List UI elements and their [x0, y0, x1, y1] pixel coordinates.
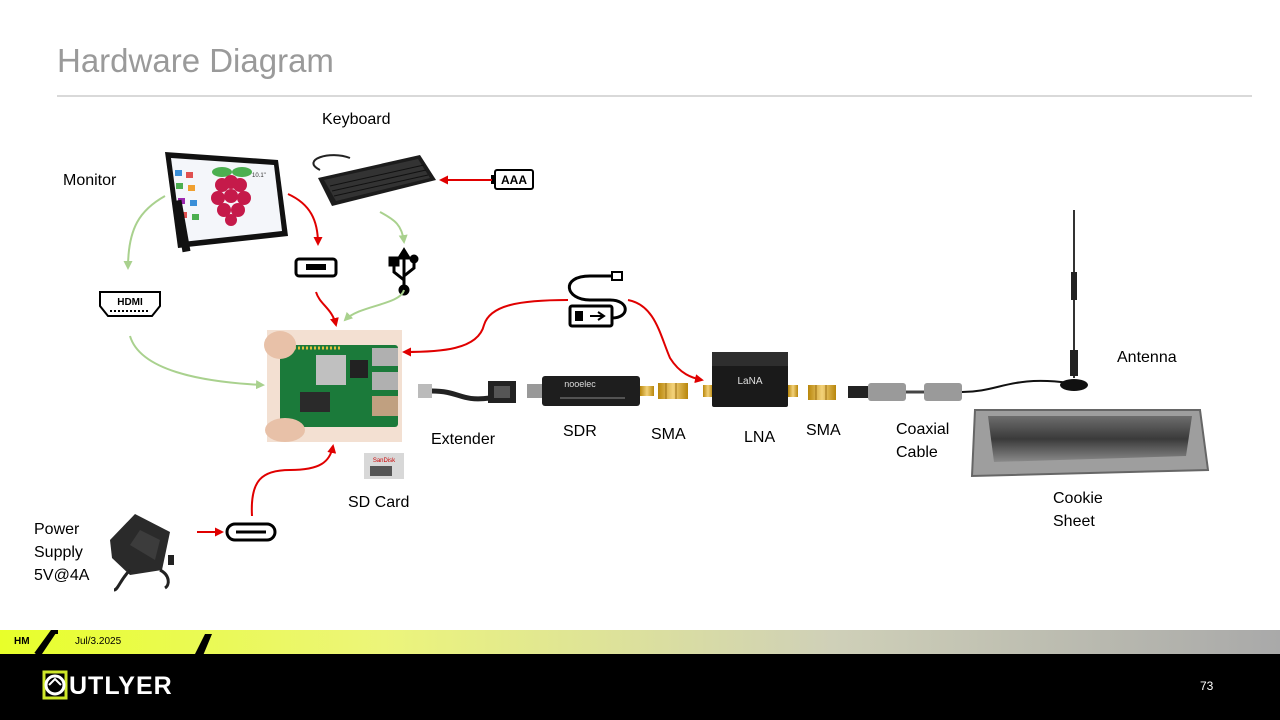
- label-keyboard: Keyboard: [322, 111, 391, 128]
- footer-author: HM: [14, 636, 30, 647]
- power-connection-arrows: [197, 175, 704, 537]
- battery-text: AAA: [501, 173, 527, 187]
- monitor-to-hdmi-arrow: [123, 195, 166, 270]
- label-coaxial-line2: Cable: [896, 444, 938, 461]
- outlyer-logo-text: UTLYER: [69, 672, 173, 700]
- raspberry-pi-board: [264, 330, 402, 442]
- label-sd-card: SD Card: [348, 494, 410, 511]
- label-lna: LNA: [744, 429, 776, 446]
- sma-adapter-right: [808, 385, 836, 400]
- usb-c-icon: [225, 522, 277, 542]
- slide-title: Hardware Diagram: [57, 42, 334, 79]
- monitor-size-text: 10.1": [252, 173, 266, 179]
- sdr-brand-text: nooelec: [564, 379, 596, 389]
- usbcable-to-pi-arrow: [402, 299, 569, 357]
- label-power-line1: Power: [34, 521, 80, 538]
- monitor-image: 10.1": [165, 152, 288, 253]
- hdmi-to-pi-arrow: [129, 335, 265, 390]
- footer-accent-bar: [0, 630, 1280, 654]
- lna-image: LaNA: [703, 352, 798, 407]
- label-cookie-line2: Sheet: [1053, 513, 1095, 530]
- data-connection-arrows: [123, 195, 408, 390]
- label-sma-right: SMA: [806, 422, 841, 439]
- sma-adapter-left: [658, 383, 688, 399]
- label-sma-left: SMA: [651, 426, 686, 443]
- label-power-line3: 5V@4A: [34, 567, 90, 584]
- page-number: 73: [1200, 679, 1214, 693]
- raspberry-pi-logo: [211, 167, 252, 226]
- sdr-dongle-image: nooelec: [527, 376, 654, 406]
- mini-usb-icon: [294, 257, 338, 278]
- label-extender: Extender: [431, 431, 496, 448]
- lna-brand-text: LaNA: [737, 376, 762, 387]
- miniusb-to-pi-arrow: [315, 291, 339, 327]
- power-supply-image: [110, 514, 174, 592]
- footer-date: Jul/3.2025: [75, 636, 122, 647]
- usbc-to-pi-arrow: [250, 444, 337, 517]
- usb-extender-image: [418, 381, 516, 403]
- footer-tab-shapes: [0, 630, 212, 658]
- hdmi-text: HDMI: [117, 297, 143, 308]
- usb-to-pi-arrow: [343, 289, 405, 322]
- battery-icon: AAA: [491, 169, 534, 190]
- hdmi-icon: HDMI: [99, 291, 161, 317]
- coaxial-cable-image: [848, 379, 1071, 401]
- label-cookie-line1: Cookie: [1053, 490, 1103, 507]
- usb-cable-icon: [567, 271, 627, 328]
- usb-symbol-icon: [388, 247, 419, 296]
- monitor-to-miniusb-arrow: [287, 193, 323, 246]
- cookie-sheet-image: [970, 409, 1210, 478]
- usbcable-to-lna-arrow: [627, 299, 704, 384]
- label-coaxial-line1: Coaxial: [896, 421, 950, 438]
- label-monitor: Monitor: [63, 172, 117, 189]
- keyboard-to-usb-arrow: [379, 211, 408, 244]
- outlyer-logo-icon: [42, 670, 68, 700]
- label-sdr: SDR: [563, 423, 597, 440]
- antenna-image: [1060, 210, 1088, 391]
- sd-brand-text: SanDisk: [373, 458, 396, 464]
- sd-card-image: SanDisk: [364, 453, 404, 479]
- label-power-line2: Supply: [34, 544, 83, 561]
- footer-black-band: [0, 654, 1280, 720]
- keyboard-image: [312, 154, 436, 206]
- label-antenna: Antenna: [1117, 349, 1177, 366]
- title-divider: [57, 95, 1252, 97]
